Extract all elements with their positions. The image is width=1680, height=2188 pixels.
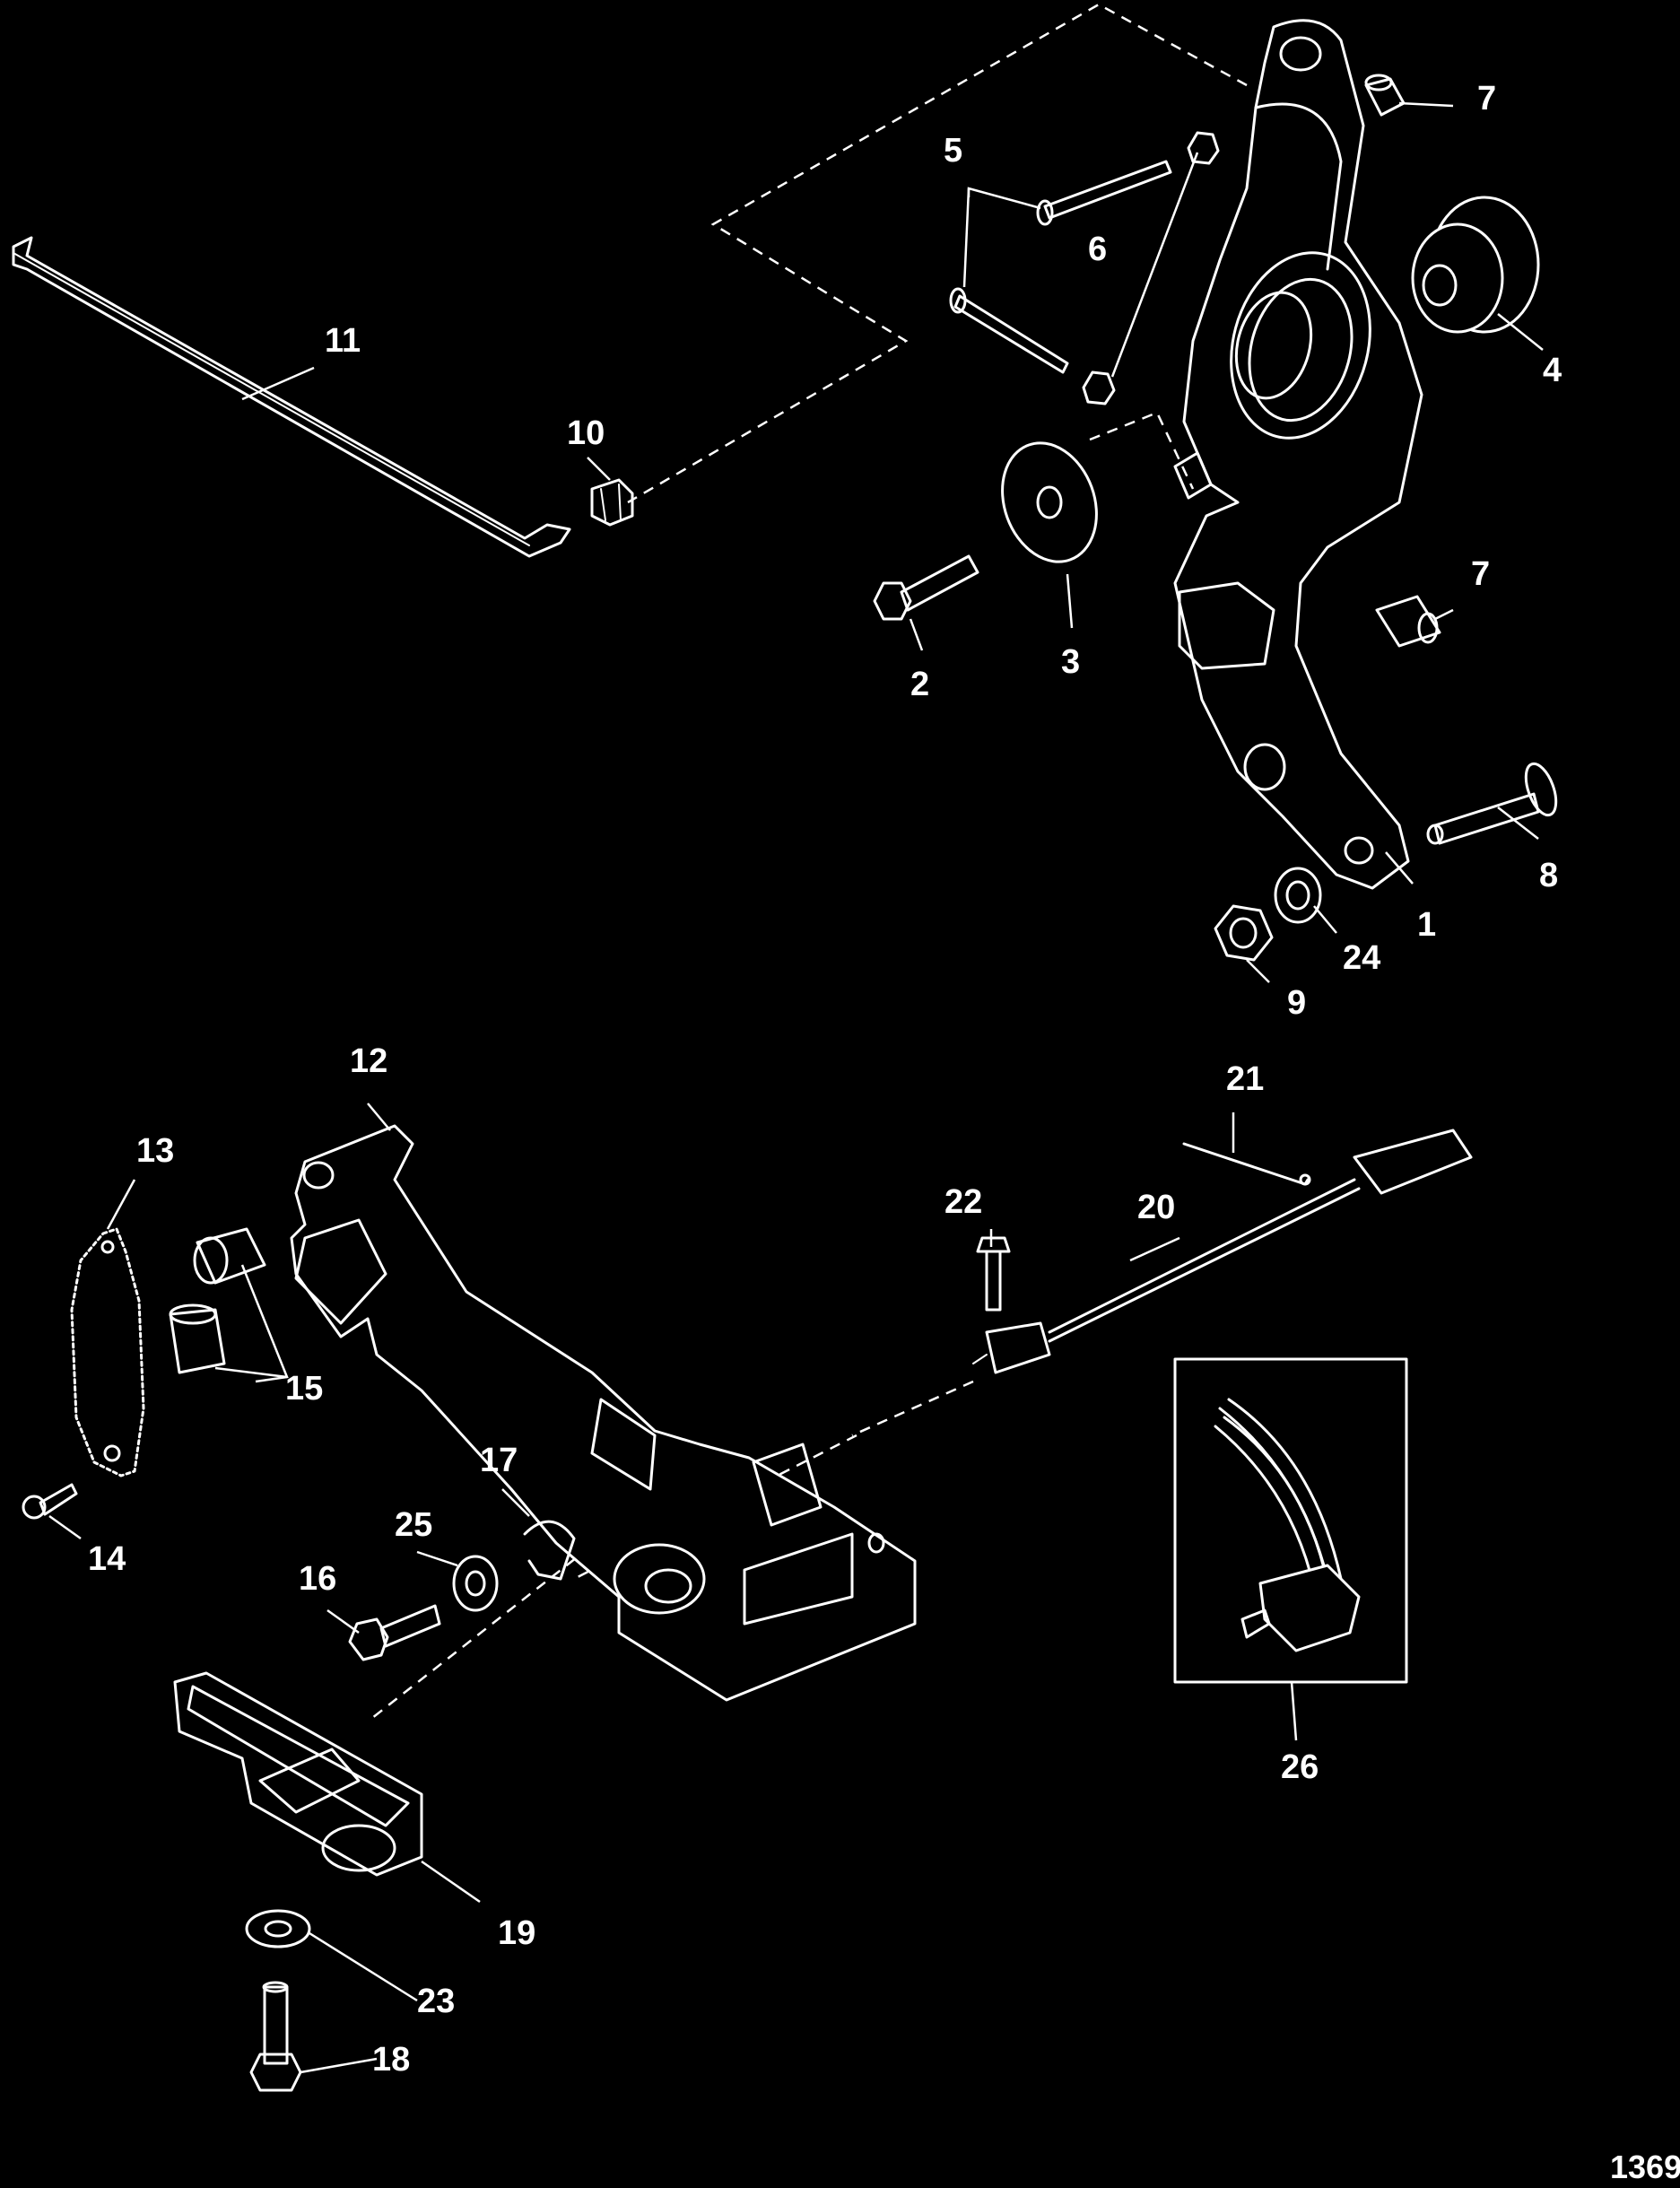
part-16-bolt: [348, 1604, 441, 1661]
part-3-washer: [1001, 441, 1098, 563]
callout-15: 15: [285, 1370, 323, 1408]
part-11-rod: [12, 236, 571, 558]
callout-12: 12: [350, 1042, 387, 1080]
callout-22: 22: [944, 1183, 982, 1221]
callout-labels: 1 2 3 4 5 6 7 7 8 9 10 11 12 13 14 15 16…: [88, 80, 1562, 2079]
callout-16: 16: [299, 1560, 336, 1598]
callout-10: 10: [567, 414, 605, 452]
part-19-housing: [173, 1671, 423, 1877]
part-2-screw: [873, 554, 979, 621]
part-10-clip: [590, 478, 634, 527]
part-15-bushings: [169, 1227, 266, 1374]
part-17-clip: [523, 1520, 576, 1581]
callout-7-top: 7: [1477, 80, 1496, 118]
part-20-switch-harness: [972, 1129, 1473, 1374]
callout-3: 3: [1061, 643, 1080, 681]
callout-23: 23: [417, 1983, 455, 2020]
part-4-bushing: [1411, 196, 1540, 334]
part-26-detail-box: [1173, 1357, 1408, 1684]
part-9-nut: [1214, 904, 1274, 962]
callout-13: 13: [136, 1132, 174, 1170]
callout-18: 18: [372, 2041, 410, 2079]
callout-11: 11: [325, 322, 361, 360]
callout-14: 14: [88, 1540, 126, 1578]
part-21-cable-tie: [1182, 1142, 1311, 1186]
callout-21: 21: [1226, 1060, 1264, 1098]
callout-19: 19: [498, 1914, 535, 1952]
part-14-screw: [22, 1483, 78, 1520]
part-25-washer: [452, 1555, 499, 1612]
callout-26: 26: [1281, 1748, 1319, 1786]
part-8-pin: [1426, 762, 1558, 845]
callout-5: 5: [944, 132, 962, 170]
callout-24: 24: [1343, 939, 1380, 977]
part-7-bushing-top: [1364, 74, 1406, 117]
callout-17: 17: [480, 1442, 518, 1479]
leader-lines: [48, 101, 1544, 2074]
callout-2: 2: [910, 666, 929, 703]
callout-25: 25: [395, 1506, 432, 1544]
callout-6: 6: [1088, 231, 1107, 268]
part-1-bracket: [1173, 19, 1423, 890]
part-5-bolts: [949, 160, 1172, 374]
part-22-screw: [976, 1236, 1011, 1312]
callout-7-bottom: 7: [1471, 555, 1490, 593]
part-7-bushing-bottom: [1375, 595, 1441, 648]
figure-number: 1369: [1610, 2149, 1680, 2185]
callout-4: 4: [1543, 352, 1562, 389]
part-24-washer: [1274, 867, 1322, 924]
callout-20: 20: [1137, 1189, 1175, 1226]
callout-9: 9: [1287, 984, 1306, 1022]
callout-1: 1: [1417, 906, 1436, 944]
part-13-plate: [70, 1227, 145, 1478]
part-18-bolt: [249, 1981, 302, 2092]
part-23-washer: [245, 1909, 311, 1948]
callout-8: 8: [1539, 857, 1558, 894]
part-12-arm: [290, 1124, 917, 1702]
